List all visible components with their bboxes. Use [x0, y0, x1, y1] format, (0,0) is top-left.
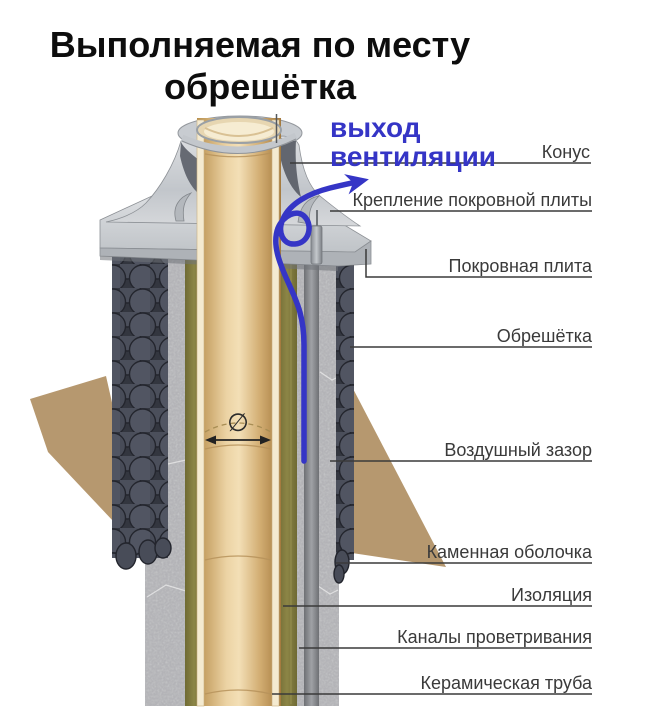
ventilation-flow-arrow [273, 174, 369, 464]
vent-exit-note-line1: выход [330, 112, 421, 143]
vent-exit-note-line2: вентиляции [330, 141, 496, 172]
label-vozdushny: Воздушный зазор [444, 440, 592, 460]
label-kamennaya: Каменная оболочка [427, 542, 593, 562]
pipe-joints [204, 152, 272, 695]
leader-line-pokrovnaya [365, 249, 592, 278]
diameter-symbol: ∅ [227, 409, 249, 437]
fastener-pin [310, 210, 323, 265]
page-title-line2: обрешётка [164, 66, 357, 107]
pipe-cut-face-left [196, 119, 205, 707]
shingles-left [112, 244, 168, 558]
diameter-annotation: ∅ [204, 409, 272, 445]
stone-strip-right-inner [296, 236, 305, 706]
shingles-right [336, 244, 354, 560]
ceramic-pipe [196, 116, 282, 707]
stone-shell-right [318, 236, 339, 706]
label-obreshyotka: Обрешётка [497, 326, 593, 346]
label-kanaly: Каналы проветривания [397, 627, 592, 647]
shingle-tips-left [115, 537, 172, 570]
pipe-opening [204, 122, 274, 141]
label-pokrovnaya: Покровная плита [449, 256, 593, 276]
label-kreplenie: Крепление покровной плиты [353, 190, 592, 210]
label-konus: Конус [542, 142, 590, 162]
page-title-line1: Выполняемая по месту [50, 24, 470, 65]
cone-foot-left [174, 192, 193, 222]
pipe-cut-face-right [271, 119, 280, 707]
cone-front-rim-edge [181, 138, 297, 154]
shingle-tips-right [333, 549, 350, 584]
cone-front-rim [180, 132, 298, 154]
insulation-right [277, 216, 297, 706]
roof-plane-right [349, 381, 446, 567]
label-izolyatsiya: Изоляция [511, 585, 592, 605]
air-gap-channel [304, 224, 319, 706]
leader-lines [272, 114, 592, 695]
label-keramicheskaya: Керамическая труба [420, 673, 593, 693]
part-labels: Конус Крепление покровной плиты Покровна… [353, 142, 593, 693]
